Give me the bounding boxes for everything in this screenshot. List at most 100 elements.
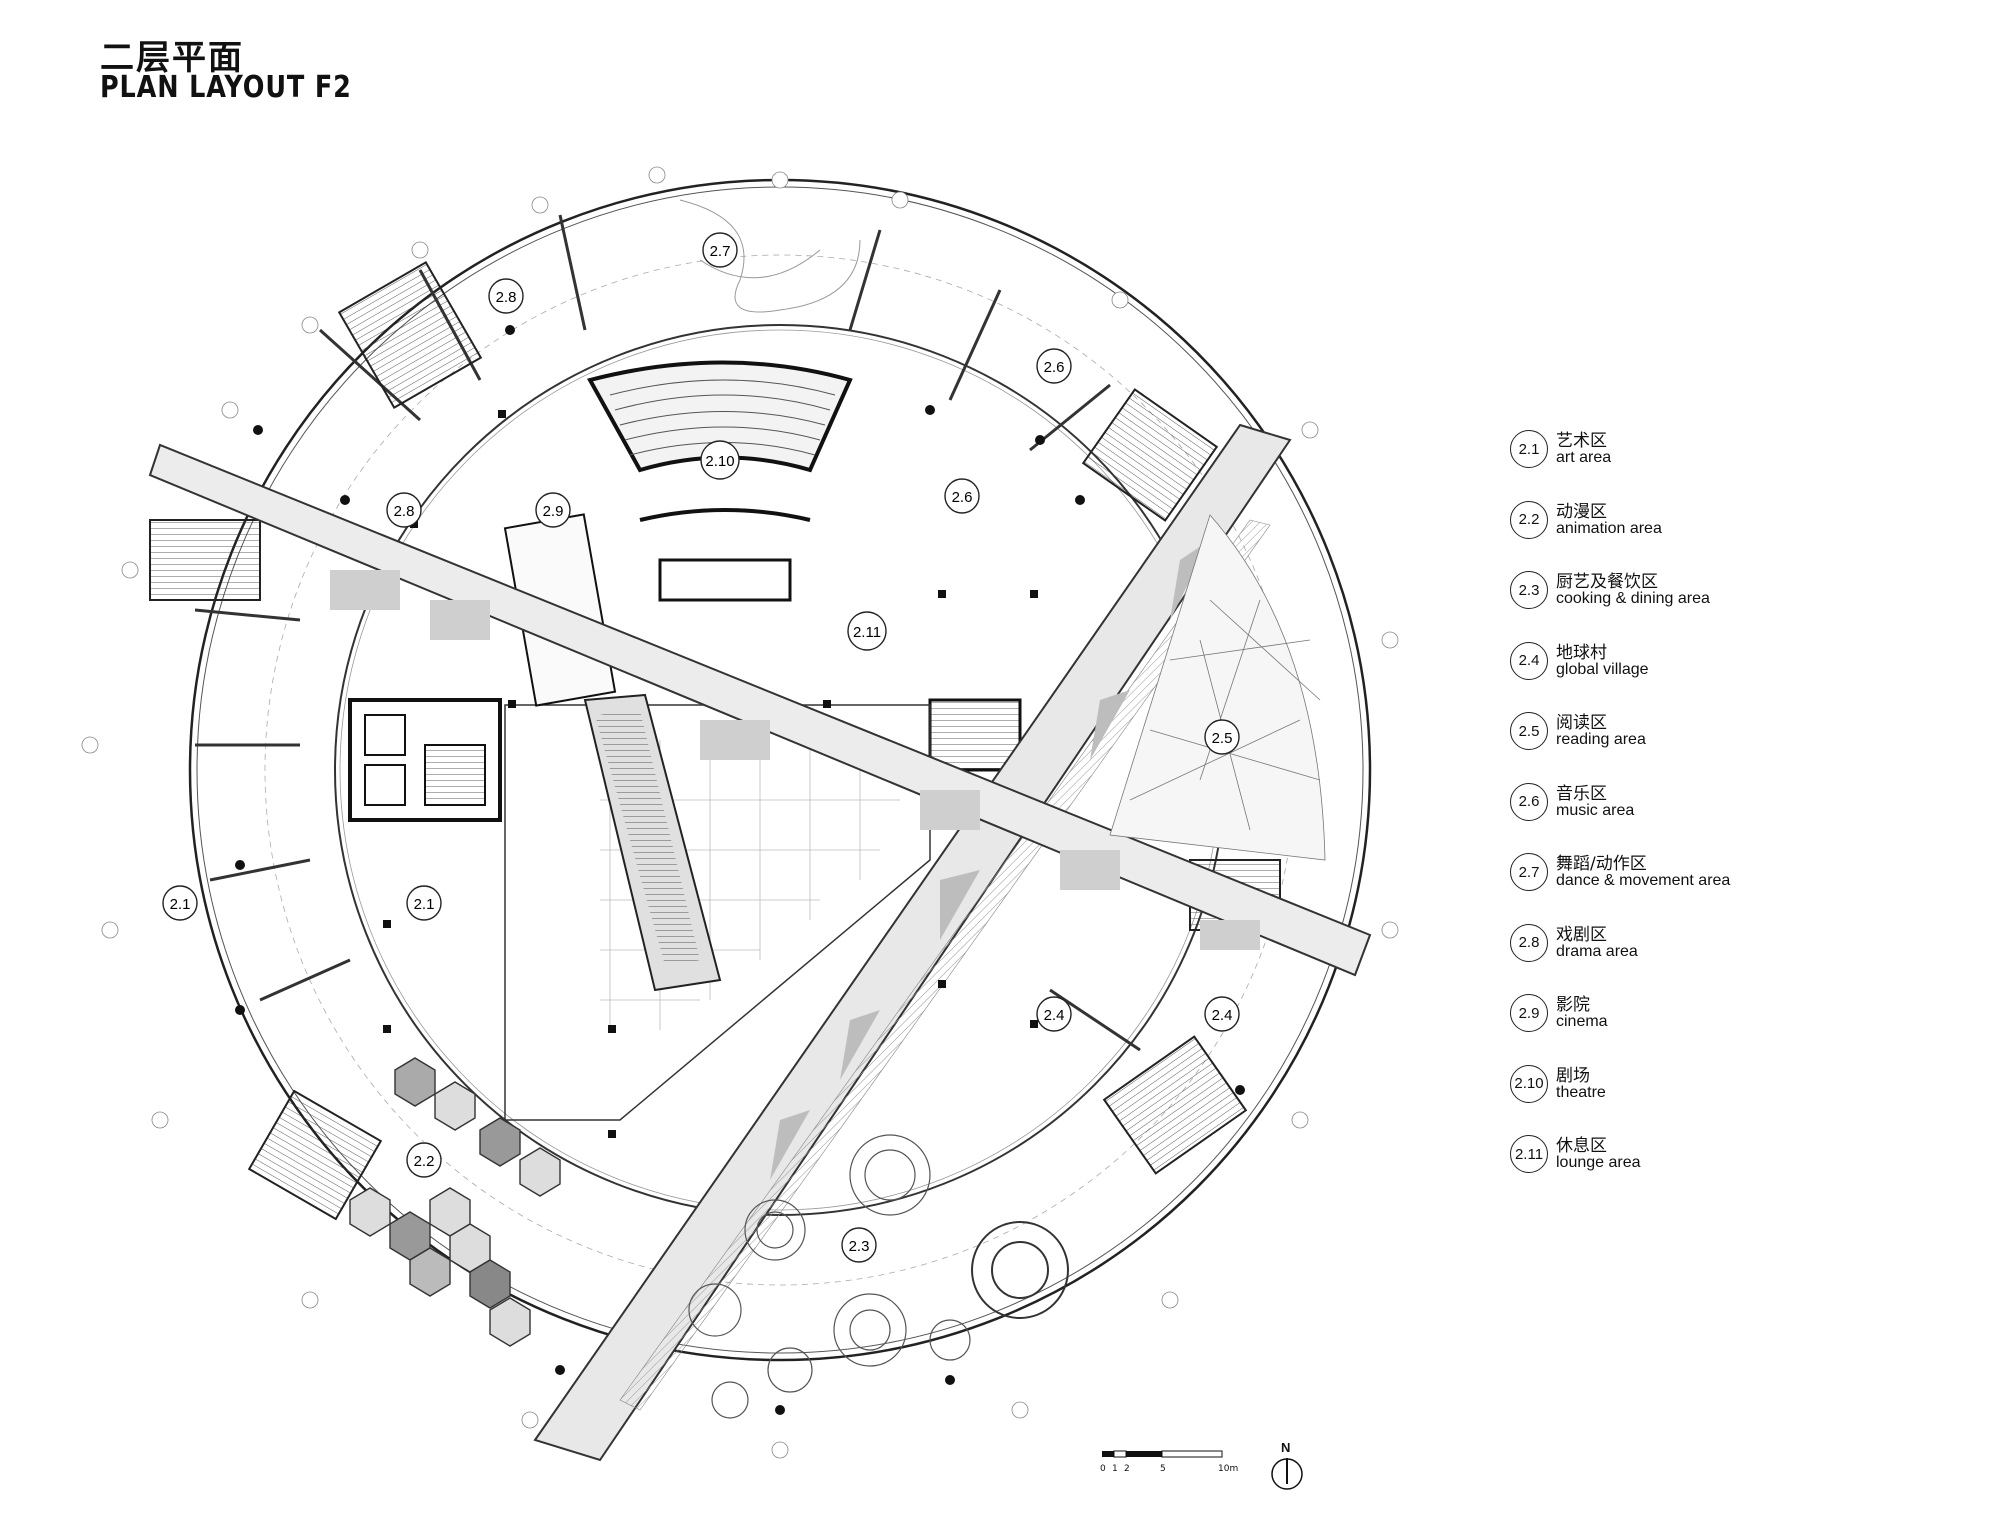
legend-label-en: music area [1556, 801, 1635, 819]
legend-label-cn: 厨艺及餐饮区 [1556, 572, 1658, 592]
area-label-text: 2.1 [414, 896, 435, 913]
legend-label-cn: 艺术区 [1556, 431, 1607, 451]
area-label-text: 2.6 [1044, 359, 1065, 376]
legend-code-badge: 2.1 [1510, 430, 1548, 468]
area-label-text: 2.7 [710, 243, 731, 260]
legend-code-badge: 2.5 [1510, 712, 1548, 750]
grid-axis-bubbles [81, 166, 1399, 1459]
legend-label-cn: 戏剧区 [1556, 924, 1607, 945]
plan-title-chinese: 二层平面 [100, 38, 244, 78]
area-label-2-6-inner: 2.6 [944, 478, 980, 514]
legend-label-cn: 剧场 [1556, 1065, 1590, 1086]
area-label-text: 2.2 [414, 1153, 435, 1170]
area-label-2-8-inner: 2.8 [386, 492, 422, 528]
legend-item: 2.8 戏剧区 drama area [1510, 923, 1930, 995]
legend-code-badge: 2.4 [1510, 641, 1548, 680]
legend-label-cn: 阅读区 [1556, 713, 1607, 733]
area-label-2-4-outer: 2.4 [1204, 996, 1240, 1032]
area-label-2-1-outer: 2.1 [162, 885, 198, 921]
scale-tick: 10m [1218, 1464, 1239, 1474]
stair-core-southeast [1102, 1035, 1248, 1175]
area-label-2-3: 2.3 [841, 1227, 877, 1263]
scale-bar: 0 1 2 5 10m [1100, 1448, 1280, 1488]
dance-floor-curves [679, 199, 861, 313]
scale-tick: 1 [1112, 1464, 1118, 1474]
area-label-2-5: 2.5 [1204, 719, 1240, 755]
stair-bridge [583, 693, 722, 992]
legend-label-en: reading area [1556, 731, 1646, 748]
north-arrow: N [1268, 1440, 1308, 1496]
elevator-core [348, 698, 502, 822]
legend-label-cn: 影院 [1556, 995, 1590, 1015]
north-label: N [1281, 1440, 1291, 1455]
area-label-2-2: 2.2 [406, 1142, 442, 1178]
area-label-text: 2.4 [1044, 1007, 1065, 1024]
legend-item: 2.10 剧场 theatre [1510, 1064, 1930, 1136]
area-label-2-10: 2.10 [700, 440, 740, 480]
area-label-text: 2.1 [170, 896, 191, 913]
scale-tick: 2 [1124, 1464, 1130, 1474]
animation-hexagons [349, 1057, 561, 1347]
spiral-stair [971, 1221, 1069, 1319]
legend-item: 2.9 影院 cinema [1510, 994, 1930, 1065]
area-label-2-1-inner: 2.1 [406, 885, 442, 921]
legend-label-en: art area [1556, 449, 1612, 466]
reading-area-lattice [1109, 514, 1326, 861]
legend-item: 2.11 休息区 lounge area [1510, 1135, 1930, 1206]
area-label-text: 2.3 [849, 1238, 870, 1255]
theatre-seating [586, 360, 853, 602]
legend-label-en: theatre [1556, 1083, 1606, 1101]
area-label-text: 2.11 [853, 624, 881, 641]
legend-item: 2.2 动漫区 animation area [1510, 500, 1930, 572]
legend-code-badge: 2.11 [1510, 1135, 1548, 1173]
stair-core-northwest [337, 261, 483, 409]
area-label-2-6-outer: 2.6 [1036, 348, 1072, 384]
radial-partition-walls [194, 214, 1231, 1052]
area-label-2-8-outer: 2.8 [488, 278, 524, 314]
legend-label-cn: 动漫区 [1556, 501, 1607, 522]
legend-code-badge: 2.2 [1510, 500, 1548, 539]
area-label-2-9: 2.9 [535, 492, 571, 528]
legend-code-badge: 2.8 [1510, 923, 1548, 962]
area-label-text: 2.9 [543, 503, 564, 520]
legend-label-cn: 休息区 [1556, 1136, 1607, 1156]
floor-plan-drawing: 2.7 2.8 2.6 2.8 2.9 2.10 2.6 2.11 2.5 2.… [81, 166, 1399, 1462]
area-label-text: 2.4 [1212, 1007, 1233, 1024]
stair-core-west [149, 519, 261, 601]
area-label-text: 2.5 [1212, 730, 1233, 747]
legend-label-cn: 地球村 [1556, 642, 1607, 663]
legend-code-badge: 2.3 [1510, 571, 1548, 609]
legend-code-badge: 2.9 [1510, 994, 1548, 1032]
area-legend: 2.1 艺术区 art area 2.2 动漫区 animation area … [1510, 430, 1930, 1206]
legend-label-cn: 音乐区 [1556, 783, 1607, 804]
legend-label-en: animation area [1556, 519, 1662, 537]
scale-tick: 0 [1100, 1464, 1106, 1474]
legend-item: 2.4 地球村 global village [1510, 641, 1930, 713]
legend-code-badge: 2.10 [1510, 1064, 1548, 1103]
legend-label-en: lounge area [1556, 1154, 1641, 1171]
area-label-2-11: 2.11 [847, 611, 887, 651]
area-label-text: 2.8 [496, 289, 517, 306]
area-label-text: 2.8 [394, 503, 415, 520]
compass-icon [1271, 1458, 1303, 1490]
small-service-core [928, 698, 1022, 772]
legend-item: 2.7 舞蹈/动作区 dance & movement area [1510, 853, 1930, 924]
legend-label-en: cooking & dining area [1556, 590, 1710, 607]
area-label-2-7: 2.7 [702, 232, 738, 268]
legend-item: 2.6 音乐区 music area [1510, 782, 1930, 854]
legend-code-badge: 2.7 [1510, 853, 1548, 891]
stair-core-southwest [247, 1089, 383, 1221]
plan-title-english: PLAN LAYOUT F2 [100, 70, 352, 105]
legend-label-en: global village [1556, 660, 1649, 678]
legend-label-en: cinema [1556, 1013, 1608, 1030]
scale-bar-graphic [1102, 1450, 1223, 1458]
cooking-circles [688, 1134, 971, 1419]
scale-tick: 5 [1160, 1464, 1166, 1474]
area-label-text: 2.10 [705, 453, 734, 470]
horizontal-bridge [148, 443, 1372, 977]
legend-label-en: drama area [1556, 942, 1638, 960]
legend-item: 2.5 阅读区 reading area [1510, 712, 1930, 783]
stair-core-northeast [1081, 388, 1219, 522]
legend-item: 2.3 厨艺及餐饮区 cooking & dining area [1510, 571, 1930, 642]
area-label-2-4-inner: 2.4 [1036, 996, 1072, 1032]
